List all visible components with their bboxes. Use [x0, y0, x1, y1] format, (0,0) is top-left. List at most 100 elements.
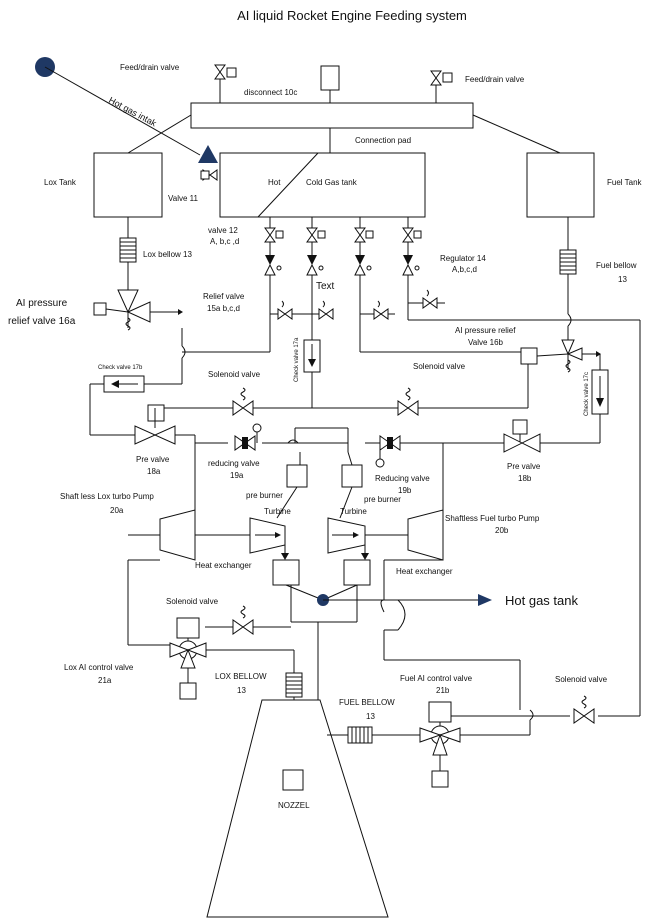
relief-valve-15d[interactable]	[422, 297, 438, 309]
cold-gas-tank-label: Cold Gas tank	[306, 178, 358, 187]
fuel-tank	[526, 152, 595, 218]
reducing-valve-19a-label: reducing valve	[208, 459, 260, 468]
fuel-bellow-lower-label: FUEL BELLOW	[339, 698, 395, 707]
pre-valve-18b-sub-label: 18b	[518, 474, 532, 483]
solenoid-valve-right[interactable]	[397, 400, 419, 416]
reducing-valve-19b-label: Reducing valve	[375, 474, 430, 483]
relief-valve-15a[interactable]	[277, 308, 293, 320]
lox-tank	[93, 152, 163, 218]
nozzle	[206, 699, 389, 918]
fuel-ai-control-sub-label: 21b	[436, 686, 450, 695]
relief-valve-15-sub-label: 15a b,c,d	[207, 304, 240, 313]
check-valve-17c-label: Check valve 17c	[584, 372, 590, 416]
disconnect-label: disconnect 10c	[244, 88, 297, 97]
nozzle-center-box	[282, 769, 304, 791]
valve-12-sub-label: A, b,c ,d	[210, 237, 239, 246]
turbine-right-label: Turbine	[340, 507, 367, 516]
disconnect-10c[interactable]	[320, 65, 340, 91]
pre-valve-18b-label: Pre valve	[507, 462, 541, 471]
valve-11-label: Valve 11	[168, 194, 198, 203]
lox-ai-control-label: Lox AI control valve	[64, 663, 134, 672]
reducing-valve-19b-sub-label: 19b	[398, 486, 412, 495]
ai-pressure-relief-16b-sub-label: Valve 16b	[468, 338, 504, 347]
pre-valve-18a-sub-label: 18a	[147, 467, 161, 476]
valve-12-b[interactable]	[306, 217, 326, 276]
feed-drain-valve-left[interactable]	[214, 64, 226, 80]
feed-drain-valve-left-label: Feed/drain valve	[120, 63, 180, 72]
fuel-tank-label: Fuel Tank	[607, 178, 643, 187]
ai-pressure-relief-16a-sub-label: relief valve 16a	[8, 316, 76, 327]
heat-exchanger-right	[343, 559, 371, 586]
solenoid-valve-left-label: Solenoid valve	[208, 370, 261, 379]
lox-bellow-lower-sub-label: 13	[237, 686, 246, 695]
ai-pressure-relief-16a-label: AI pressure	[16, 298, 68, 309]
valve-12-c[interactable]	[354, 217, 374, 276]
hot-gas-intake-arrowhead	[198, 145, 218, 163]
lox-bellow-lower-13	[285, 672, 303, 698]
heat-exchanger-left	[272, 559, 300, 586]
lox-ai-control-valve-21a[interactable]	[169, 617, 207, 700]
hot-section-label: Hot	[268, 178, 281, 187]
fuel-ai-control-label: Fuel AI control valve	[400, 674, 473, 683]
solenoid-valve-lower-right[interactable]	[573, 708, 595, 724]
solenoid-valve-left[interactable]	[232, 400, 254, 416]
heat-exchanger-right-label: Heat exchanger	[396, 567, 453, 576]
lox-bellow-13	[119, 237, 137, 263]
hot-gas-tank-arrowhead	[478, 594, 492, 606]
ai-pressure-relief-valve-16a[interactable]	[93, 289, 151, 331]
fuel-turbopump-20b	[407, 509, 444, 561]
valve-12-label: valve 12	[208, 226, 238, 235]
pre-valve-18b[interactable]	[503, 433, 541, 453]
lox-bellow-lower-label: LOX BELLOW	[215, 672, 267, 681]
text-label: Text	[316, 281, 335, 292]
ai-pressure-relief-16b-label: AI pressure relief	[455, 326, 516, 335]
pre-burner-left-label: pre burner	[246, 491, 283, 500]
heat-exchanger-left-label: Heat exchanger	[195, 561, 252, 570]
hot-gas-intake-label: Hot gas intak	[107, 95, 159, 129]
fuel-bellow-lower-13	[347, 726, 373, 744]
ai-pressure-relief-valve-16b[interactable]	[520, 339, 583, 373]
shaftless-lox-turbopump-label: Shaft less Lox turbo Pump	[60, 492, 154, 501]
pre-burner-right-label: pre burner	[364, 495, 401, 504]
relief-valve-15b[interactable]	[318, 308, 334, 320]
check-valve-17b-label: Check valve 17b	[98, 365, 143, 371]
feed-drain-valve-right-label: Feed/drain valve	[465, 75, 525, 84]
connection-pad-label: Connection pad	[355, 136, 411, 145]
fuel-bellow-lower-sub-label: 13	[366, 712, 375, 721]
solenoid-valve-right-label: Solenoid valve	[413, 362, 466, 371]
connection-pad	[190, 102, 474, 129]
diagram-title: AI liquid Rocket Engine Feeding system	[237, 8, 467, 23]
pre-valve-18a-label: Pre valve	[136, 455, 170, 464]
relief-valve-15c[interactable]	[373, 308, 389, 320]
pre-burner-right	[341, 464, 363, 488]
shaftless-fuel-turbopump-sub-label: 20b	[495, 526, 509, 535]
feed-drain-valve-right[interactable]	[430, 70, 442, 86]
nozzle-label: NOZZEL	[278, 801, 310, 810]
reducing-valve-19a-sub-label: 19a	[230, 471, 244, 480]
shaftless-lox-turbopump-sub-label: 20a	[110, 506, 124, 515]
hot-gas-tank-label: Hot gas tank	[505, 593, 578, 608]
fuel-ai-control-valve-21b[interactable]	[419, 701, 461, 788]
shaftless-fuel-turbopump-label: Shaftless Fuel turbo Pump	[445, 514, 540, 523]
regulator-14-label: Regulator 14	[440, 254, 486, 263]
valve-12-a[interactable]	[264, 217, 284, 276]
solenoid-valve-lower[interactable]	[232, 619, 254, 635]
pre-valve-18a[interactable]	[134, 425, 176, 445]
lox-turbopump-20a	[159, 509, 196, 561]
regulator-14-sub-label: A,b,c,d	[452, 265, 477, 274]
fuel-bellow-label: Fuel bellow	[596, 261, 637, 270]
fuel-bellow-13	[559, 249, 577, 275]
lox-ai-control-sub-label: 21a	[98, 676, 112, 685]
solenoid-valve-lower-right-label: Solenoid valve	[555, 675, 608, 684]
fuel-bellow-sub-label: 13	[618, 275, 627, 284]
hot-cold-gas-tank	[219, 152, 426, 218]
relief-valve-15-label: Relief valve	[203, 292, 245, 301]
check-valve-17a-label: Check valve 17a	[294, 337, 300, 382]
pre-burner-left	[286, 464, 308, 488]
lox-bellow-13-label: Lox bellow 13	[143, 250, 192, 259]
lox-tank-label: Lox Tank	[44, 178, 77, 187]
solenoid-valve-lower-label: Solenoid valve	[166, 597, 219, 606]
turbine-left-label: Turbine	[264, 507, 291, 516]
valve-12-d[interactable]	[402, 217, 422, 276]
